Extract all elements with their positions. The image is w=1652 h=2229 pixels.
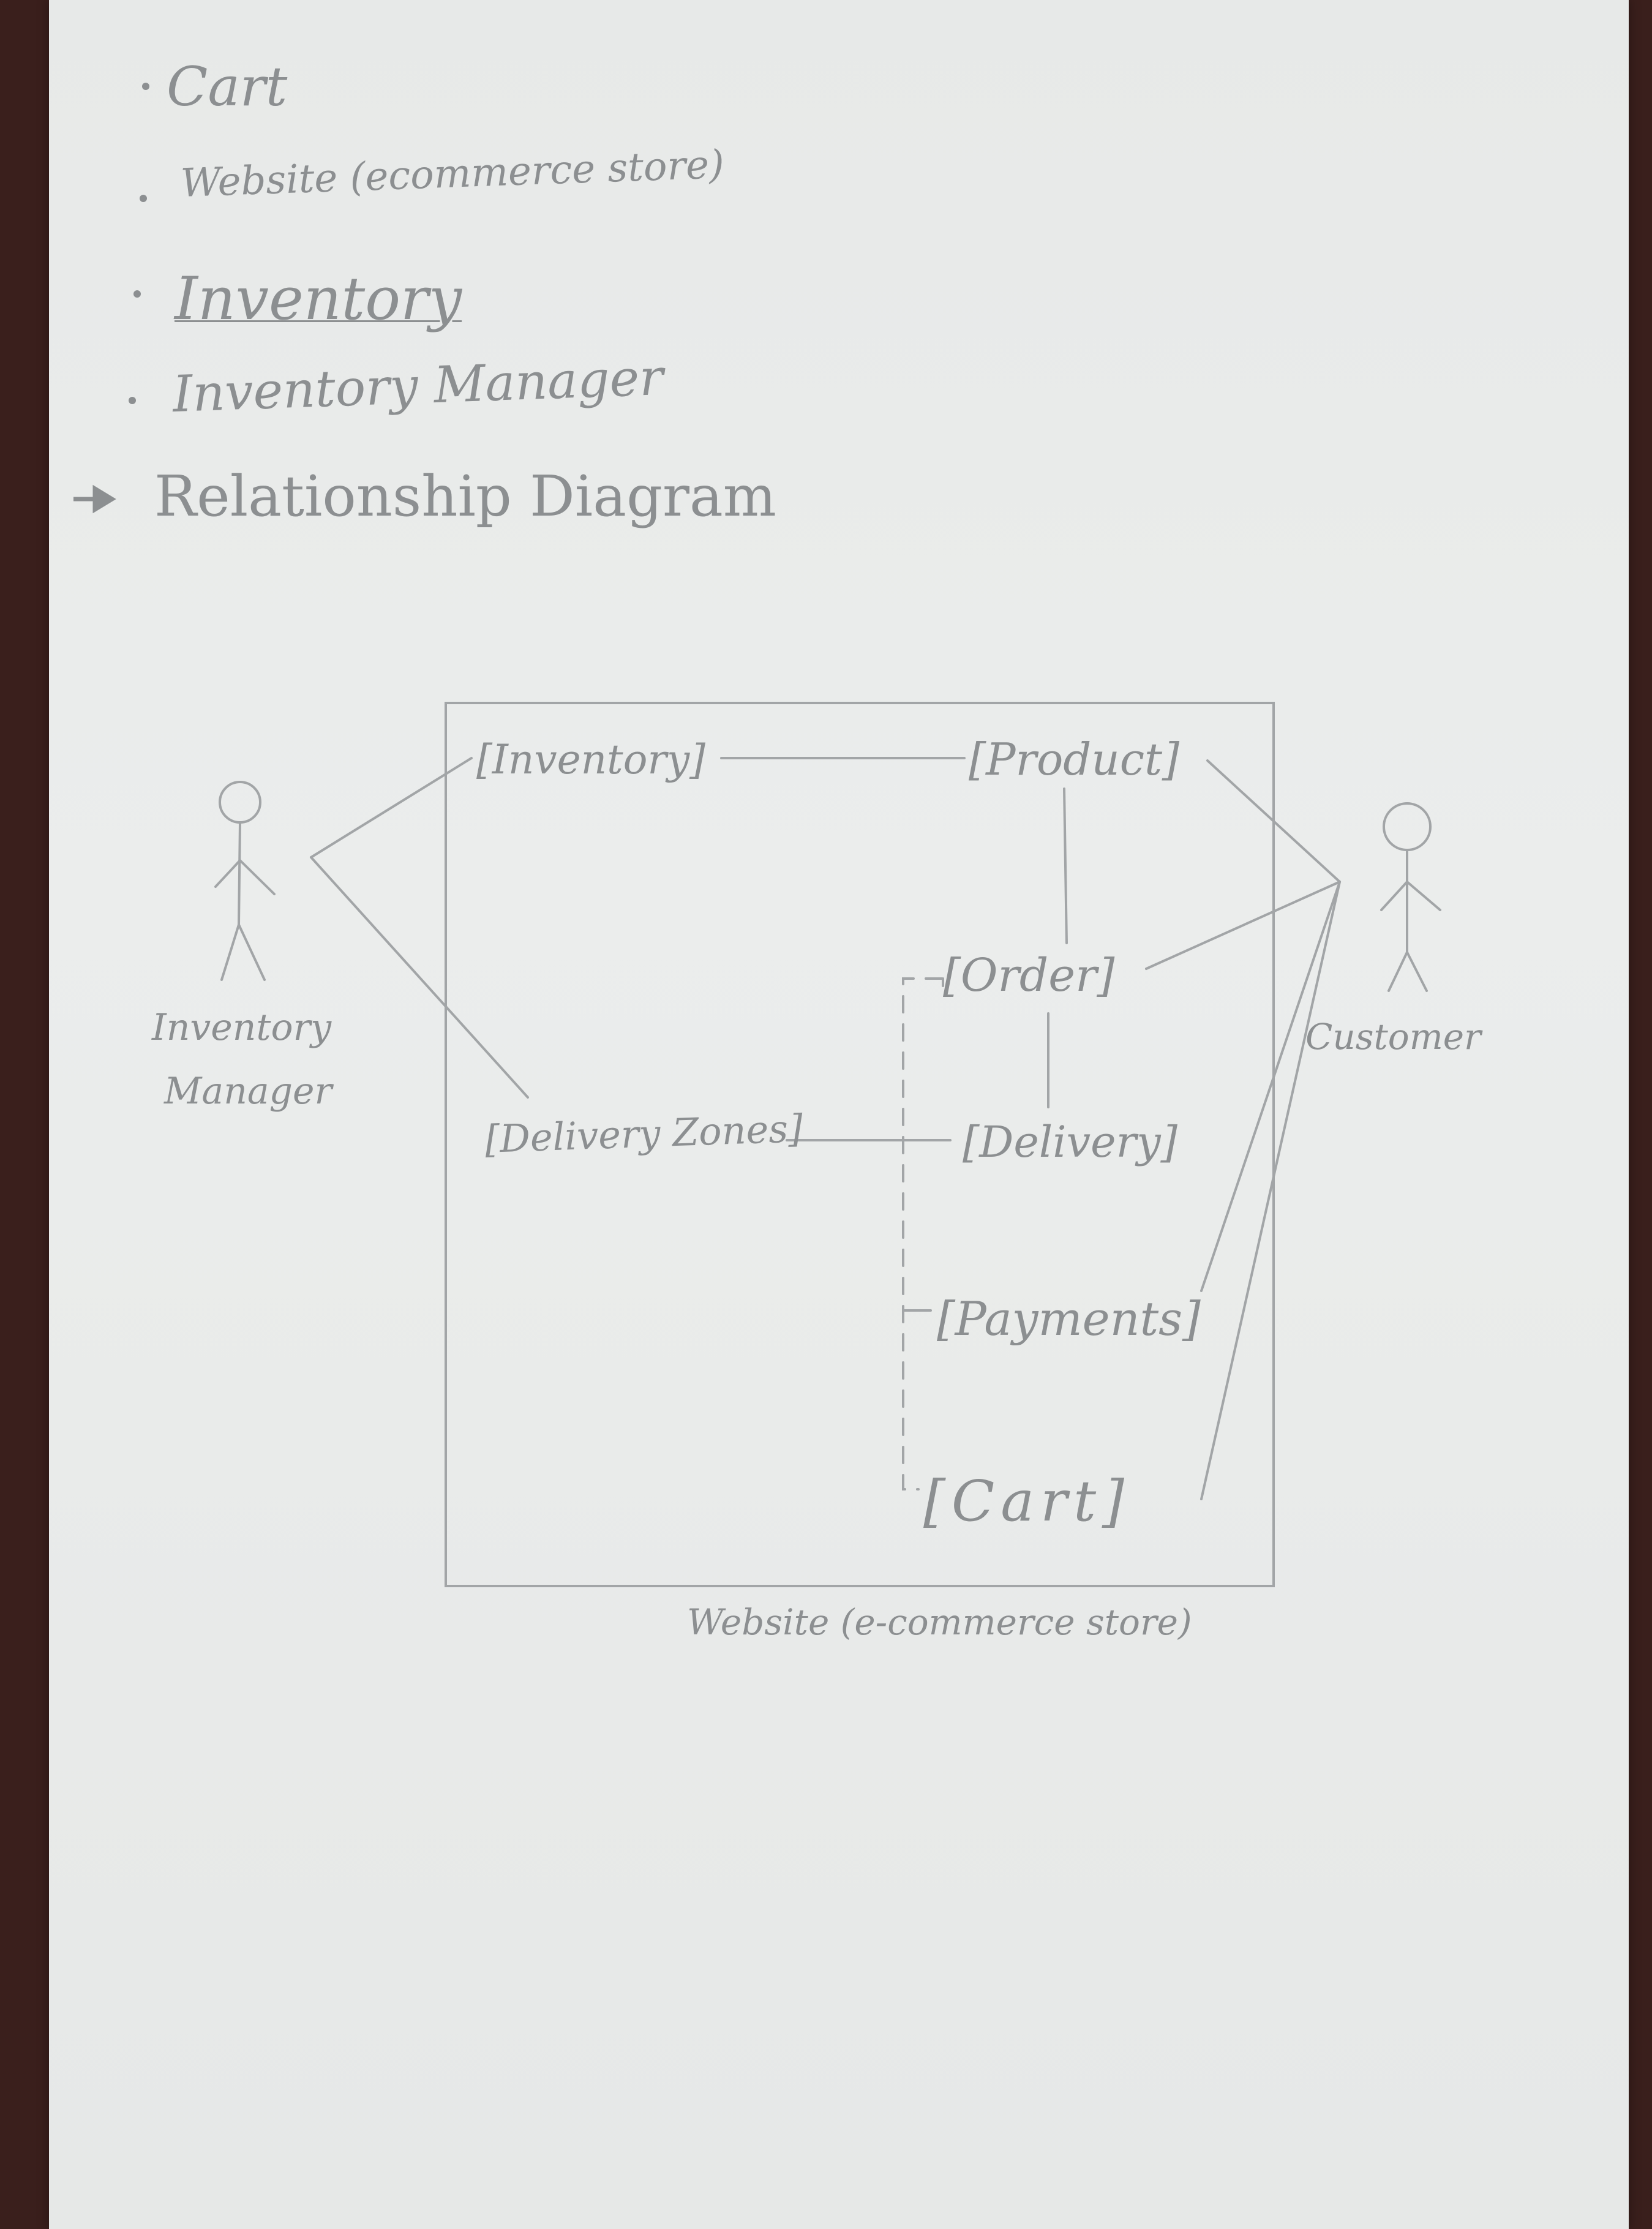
actor-customer-label: Customer <box>1305 1016 1481 1058</box>
arrow-right-icon <box>73 484 116 514</box>
node-inventory: [Inventory] <box>476 736 706 783</box>
inventory-manager-stick-figure <box>214 781 276 981</box>
link-customer-order <box>1145 881 1341 970</box>
link-customer-cart <box>1200 881 1341 1500</box>
system-label: Website (e-commerce store) <box>687 1601 1192 1643</box>
bullet-dot <box>129 397 136 404</box>
actor-inventory-manager-line1: Inventory <box>152 1006 332 1049</box>
link-manager-inventory <box>310 757 473 859</box>
paper-sheet <box>49 0 1629 2229</box>
node-delivery: [Delivery] <box>963 1117 1177 1167</box>
node-cart: [Cart] <box>923 1468 1130 1534</box>
relationship-diagram-heading: Relationship Diagram <box>154 464 777 529</box>
link-manager-delivery-zones <box>310 856 529 1099</box>
link-customer-product <box>1206 759 1341 883</box>
note-inventory: Inventory <box>175 265 462 333</box>
system-boundary <box>445 702 1275 1587</box>
actor-inventory-manager-line2: Manager <box>164 1070 332 1113</box>
bullet-dot <box>140 195 147 202</box>
link-product-order <box>1063 787 1068 944</box>
node-delivery-zones: [Delivery Zones] <box>484 1105 804 1162</box>
node-payments: [Payments] <box>937 1291 1201 1346</box>
bullet-dot <box>142 83 149 90</box>
bullet-dot <box>133 290 141 298</box>
customer-stick-figure <box>1380 802 1441 992</box>
link-customer-payments <box>1200 881 1341 1292</box>
note-cart: Cart <box>167 55 288 118</box>
node-order: [Order] <box>943 949 1115 1002</box>
dashed-bracket <box>902 977 943 1490</box>
node-product: [Product] <box>969 734 1180 785</box>
